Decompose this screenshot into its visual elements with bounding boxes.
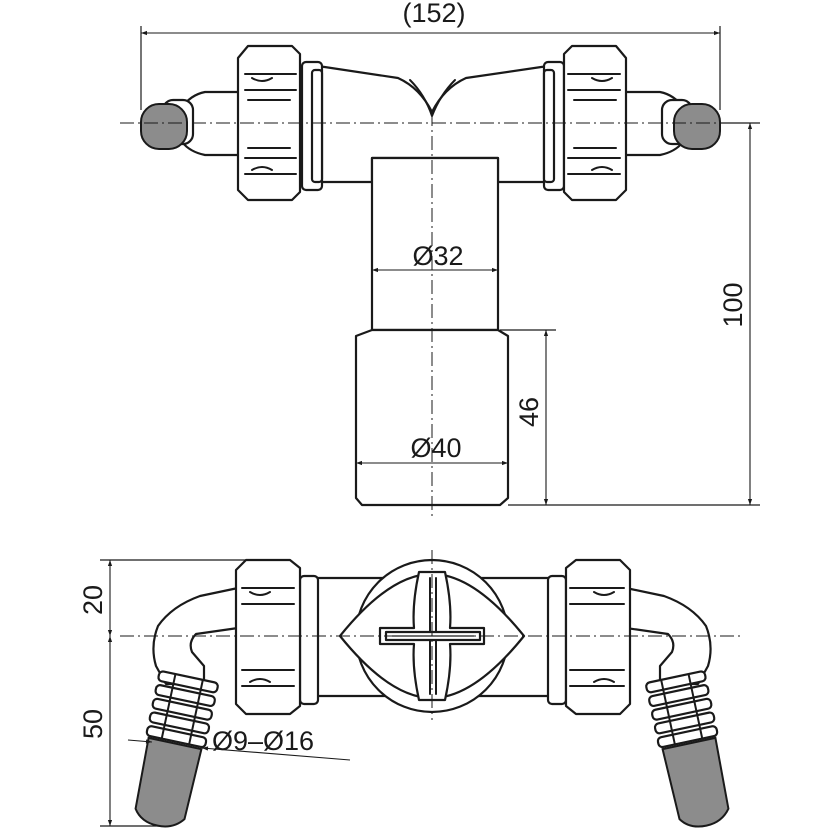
left-end-cap <box>140 103 188 150</box>
dimension-overall-width: (152) <box>140 0 721 110</box>
dimension-inner-diameter: Ø32 <box>372 241 498 273</box>
bottom-view <box>120 550 740 828</box>
overall-width-label: (152) <box>402 0 465 28</box>
dimension-hose-length: 50 <box>78 636 160 827</box>
inner-diameter-label: Ø32 <box>412 241 463 271</box>
hose-length-label: 50 <box>78 709 108 739</box>
dimension-height-total: 100 <box>508 122 760 506</box>
left-hose-plug <box>134 736 203 828</box>
right-hose-plug <box>661 736 730 828</box>
dimension-hose-range: Ø9–Ø16 <box>127 726 351 761</box>
dimension-offset: 20 <box>78 559 250 636</box>
branch-tube <box>370 156 500 332</box>
dimension-outer-diameter: Ø40 <box>356 433 508 466</box>
offset-label: 20 <box>78 585 108 615</box>
left-union-nut-top <box>236 44 324 202</box>
left-elbow-bottom <box>134 586 240 828</box>
hose-range-label: Ø9–Ø16 <box>212 726 314 756</box>
spigot-length-label: 46 <box>514 397 544 427</box>
right-end-cap <box>673 103 721 150</box>
dimension-spigot-length: 46 <box>500 329 556 505</box>
outer-diameter-label: Ø40 <box>410 433 461 463</box>
height-total-label: 100 <box>718 282 748 327</box>
left-union-nut-bottom <box>234 558 320 716</box>
left-hose-spigot-top <box>140 90 242 157</box>
right-elbow-bottom <box>624 586 730 828</box>
right-union-nut-bottom <box>546 558 632 716</box>
